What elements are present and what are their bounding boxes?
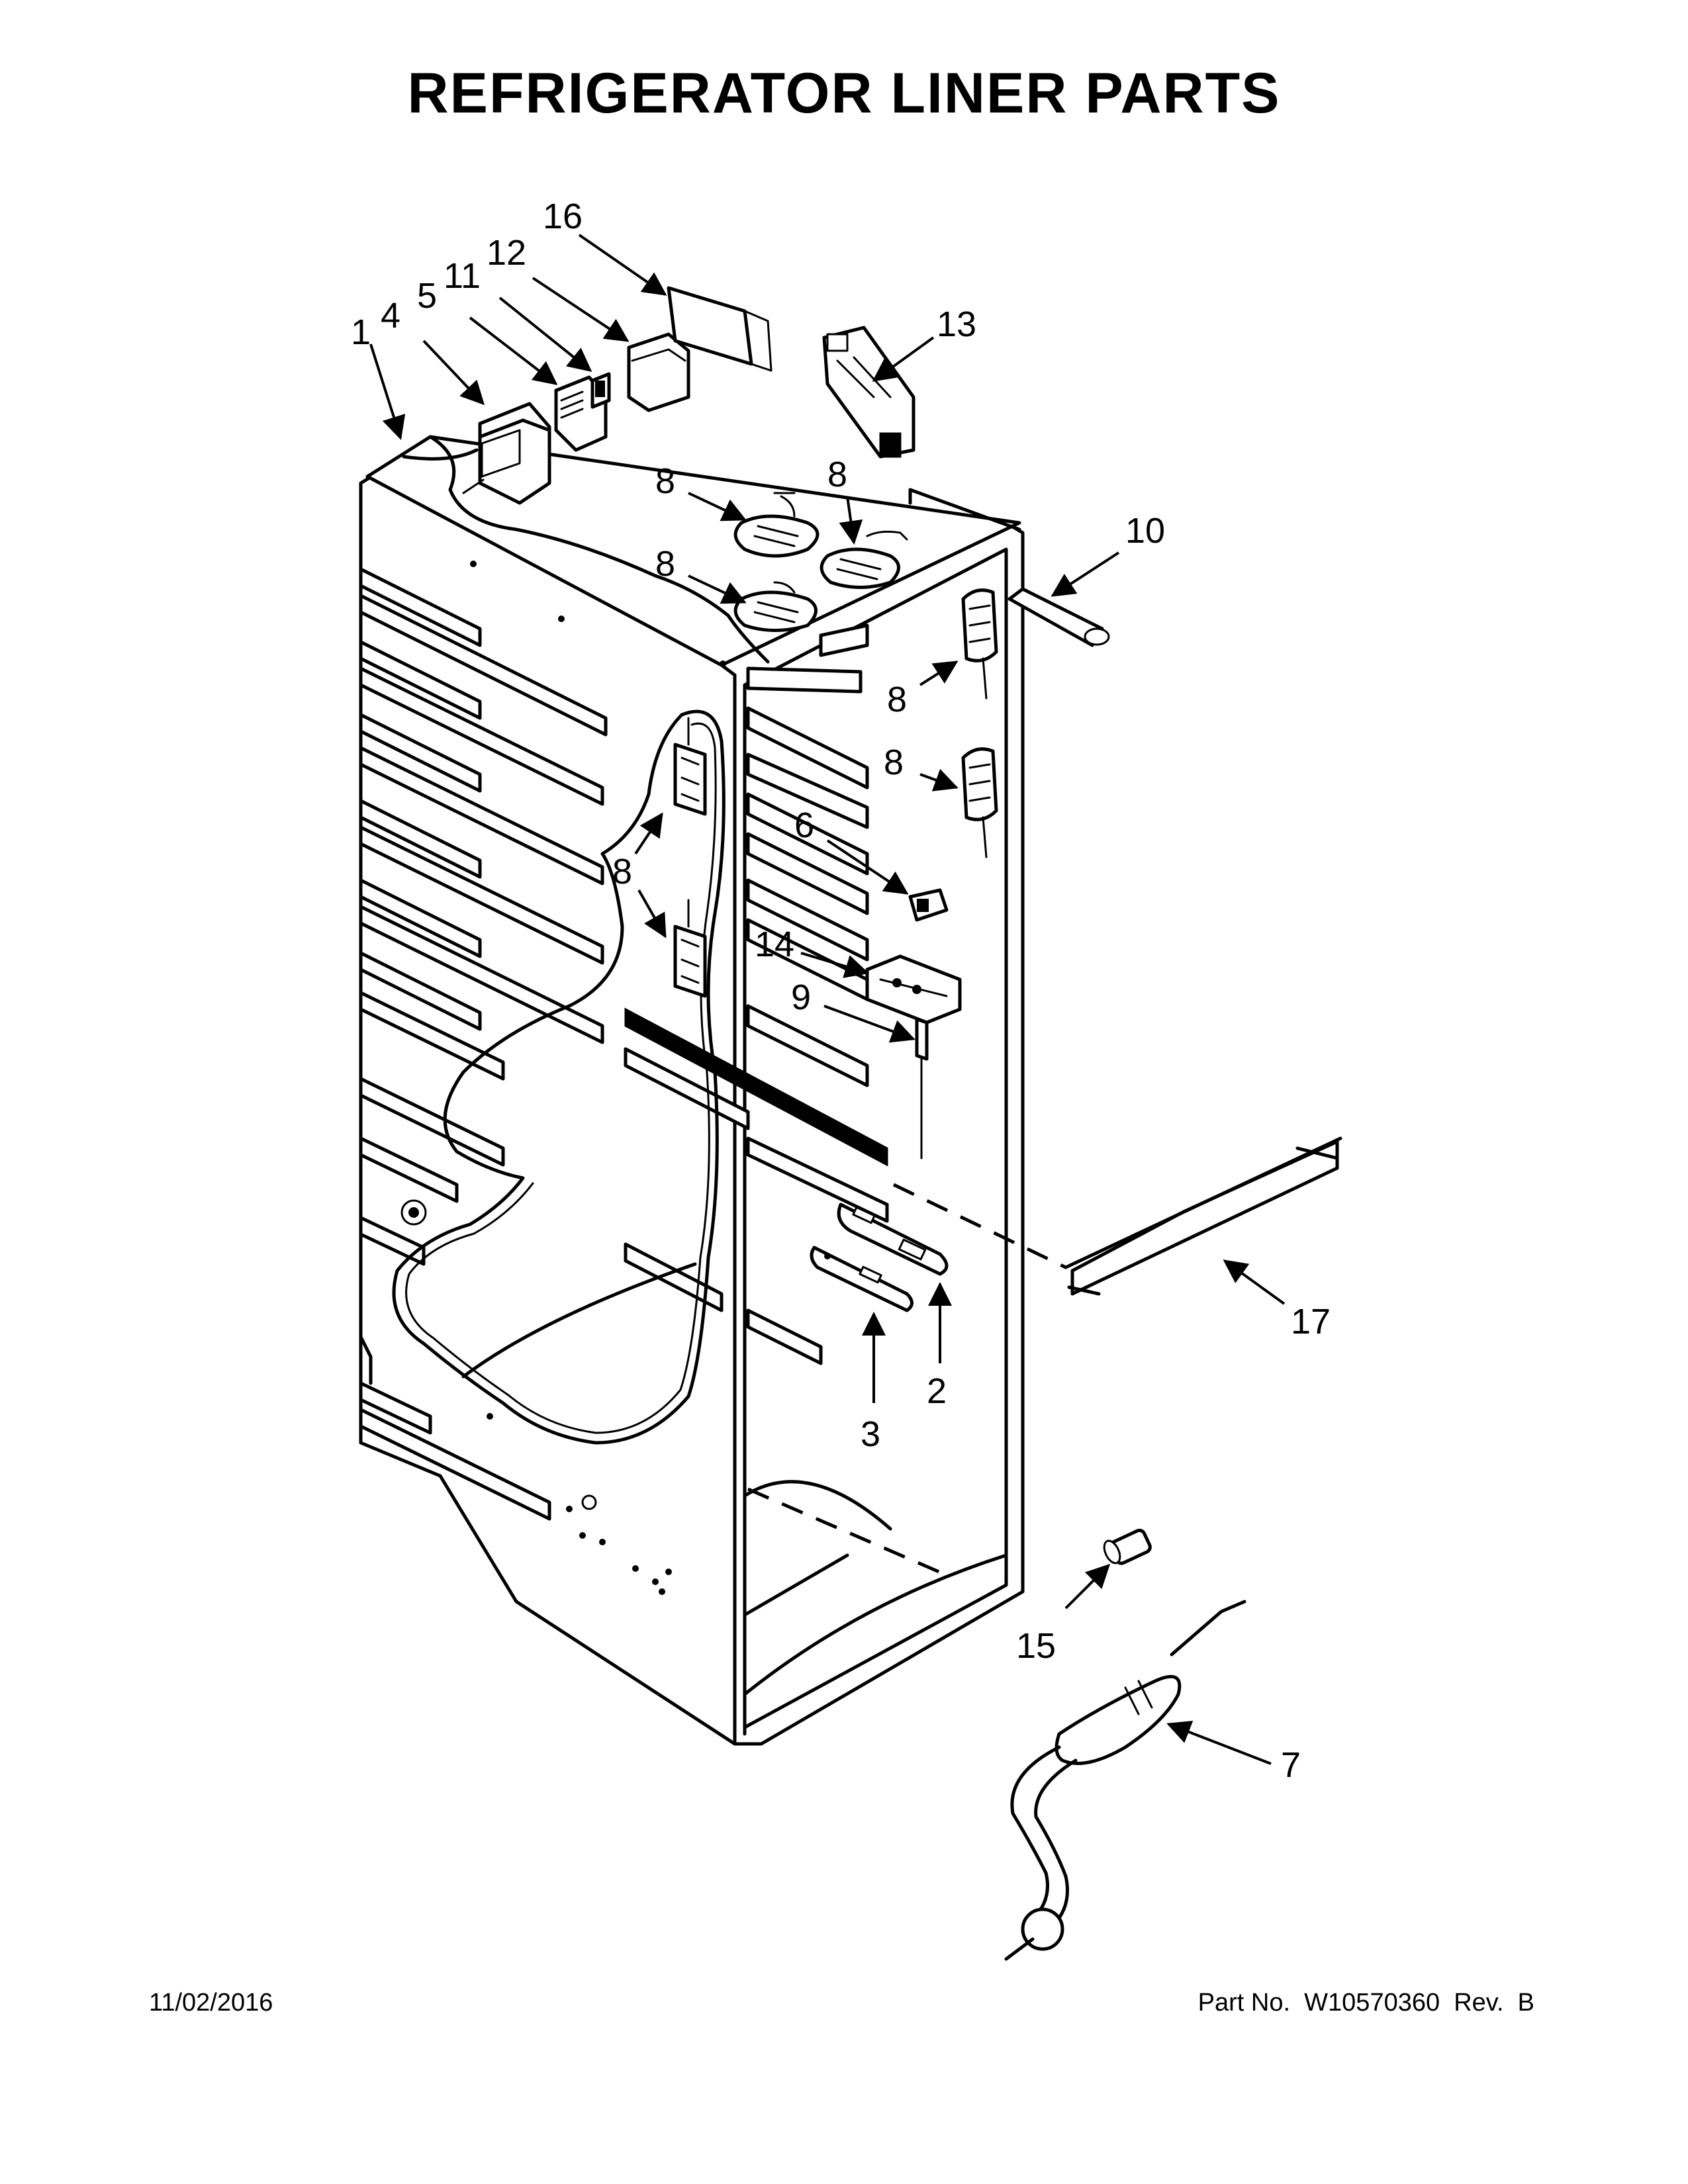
callout-8-top-a: 8 — [655, 461, 675, 501]
callout-15: 15 — [1016, 1626, 1056, 1666]
callout-4: 4 — [381, 296, 400, 336]
footer-part-number: Part No. W10570360 Rev. B — [1197, 1989, 1534, 2017]
callout-3: 3 — [861, 1414, 880, 1454]
callout-1: 1 — [351, 312, 371, 352]
callout-10: 10 — [1125, 511, 1165, 551]
part-8-lamp-socket-right-a — [961, 588, 998, 700]
part-8-lamp-socket-left-b — [673, 899, 707, 998]
callout-8-top-b: 8 — [827, 455, 847, 494]
callout-13: 13 — [937, 304, 976, 344]
part-17-panel — [1064, 1136, 1342, 1296]
footer-date: 11/02/2016 — [149, 1989, 273, 2017]
part-12-bracket — [627, 332, 690, 412]
callout-8-right-b: 8 — [884, 743, 904, 782]
callout-labels: 1 4 5 11 12 16 13 8 8 8 10 8 8 8 6 14 9 … — [351, 197, 1331, 1785]
part-11-connector — [590, 372, 611, 409]
callout-8-right-a: 8 — [887, 680, 907, 719]
callout-6: 6 — [794, 805, 814, 845]
left-shelf-rails — [359, 567, 608, 1521]
leader-arrows — [369, 234, 1286, 1765]
callout-7: 7 — [1281, 1745, 1301, 1785]
part-7-water-tube — [1004, 1600, 1246, 1961]
callout-5: 5 — [417, 276, 437, 316]
part-15-fitting — [1103, 1528, 1152, 1565]
part-8-lamp-socket-top-a — [733, 492, 820, 558]
part-4-control-housing — [462, 402, 551, 505]
diagram-title: REFRIGERATOR LINER PARTS — [407, 62, 1281, 125]
callout-11: 11 — [444, 256, 481, 296]
part-3-bracket — [810, 1246, 914, 1312]
callout-17: 17 — [1291, 1302, 1331, 1342]
callout-8-top-c: 8 — [655, 544, 675, 584]
part-13-damper — [822, 326, 915, 459]
part-10-water-filter — [1008, 587, 1110, 647]
right-shelf-rails — [746, 623, 869, 1087]
callout-16: 16 — [543, 197, 583, 236]
part-8-lamp-socket-top-c — [733, 581, 818, 632]
part-8-lamp-socket-right-b — [961, 747, 998, 858]
callout-2: 2 — [927, 1371, 947, 1411]
part-8-lamp-socket-top-b — [820, 530, 908, 589]
callout-8-left: 8 — [612, 852, 632, 891]
callout-12: 12 — [487, 233, 526, 273]
part-6-switch — [908, 888, 949, 922]
part-16-cover — [667, 286, 773, 372]
callout-14: 14 — [755, 925, 794, 964]
part-9-sensor — [915, 1017, 929, 1160]
part-2-bracket — [837, 1203, 949, 1276]
refrigerator-liner — [359, 435, 1025, 1746]
callout-9: 9 — [791, 978, 811, 1017]
part-8-lamp-socket-left-a — [673, 717, 707, 816]
part-14-housing — [865, 954, 962, 1024]
